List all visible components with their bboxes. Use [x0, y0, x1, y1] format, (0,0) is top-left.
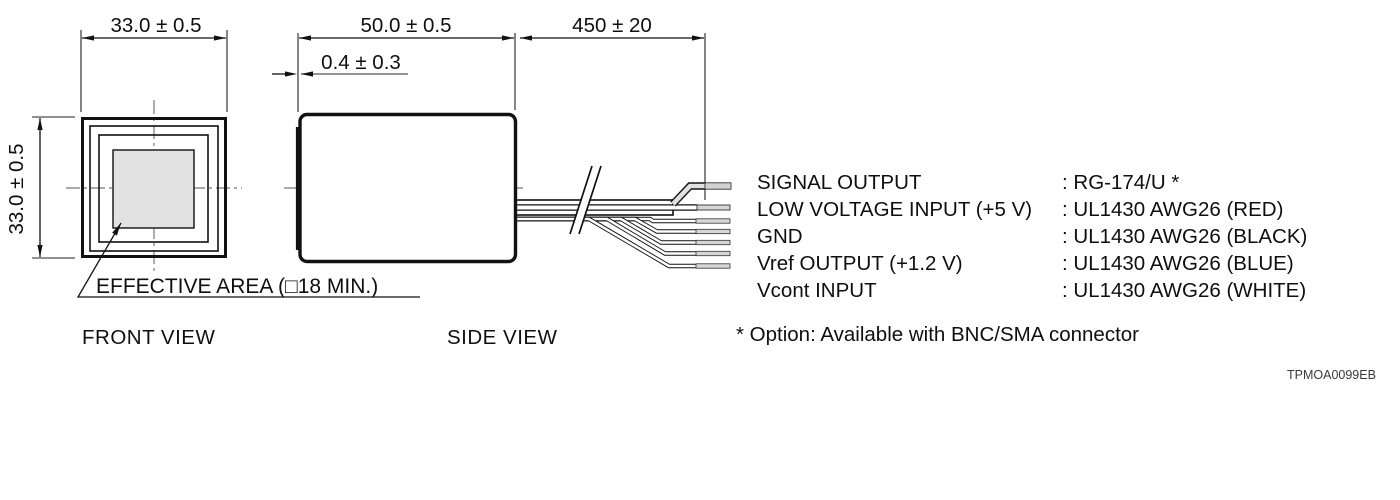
- cable-length-dimension: 450 ± 20: [572, 14, 652, 37]
- front-view-drawing: [76, 117, 420, 298]
- document-code: TPMOA0099EB: [1287, 368, 1376, 382]
- leader-arrow-icon: [112, 223, 121, 236]
- side-length-dimension: 50.0 ± 0.5: [360, 14, 452, 37]
- cable-break-icon: [569, 165, 602, 235]
- wire-name: Vref OUTPUT (+1.2 V): [757, 252, 963, 275]
- wire-fan: [515, 216, 731, 269]
- wire-spec: : UL1430 AWG26 (BLACK): [1062, 225, 1308, 248]
- effective-area-leader: [76, 222, 420, 298]
- wire-name: LOW VOLTAGE INPUT (+5 V): [757, 198, 1033, 221]
- wire-name: GND: [757, 225, 803, 248]
- effective-area-region: [112, 149, 195, 229]
- dimension-lines: [39, 37, 704, 257]
- dimension-arrows: [37, 35, 704, 257]
- front-view-label: FRONT VIEW: [82, 326, 216, 349]
- wire-spec: : UL1430 AWG26 (RED): [1062, 198, 1284, 221]
- wire-coax: [670, 182, 732, 207]
- cable-and-wires: [514, 165, 732, 269]
- module-body: [298, 112, 518, 264]
- front-height-dimension: 33.0 ± 0.5: [5, 143, 28, 235]
- wire-straight: [515, 204, 731, 211]
- option-footnote: * Option: Available with BNC/SMA connect…: [736, 323, 1139, 346]
- wire-spec: : RG-174/U *: [1062, 171, 1180, 194]
- wire-name: SIGNAL OUTPUT: [757, 171, 922, 194]
- side-view-label: SIDE VIEW: [447, 326, 558, 349]
- wire-spec: : UL1430 AWG26 (WHITE): [1062, 279, 1307, 302]
- wire-name: Vcont INPUT: [757, 279, 877, 302]
- side-view-drawing: [295, 112, 518, 264]
- wire-spec: : UL1430 AWG26 (BLUE): [1062, 252, 1294, 275]
- extension-lines: [32, 30, 706, 259]
- effective-area-label: EFFECTIVE AREA (□18 MIN.): [96, 275, 379, 298]
- flange-dimension: 0.4 ± 0.3: [321, 51, 401, 74]
- front-width-dimension: 33.0 ± 0.5: [110, 14, 202, 37]
